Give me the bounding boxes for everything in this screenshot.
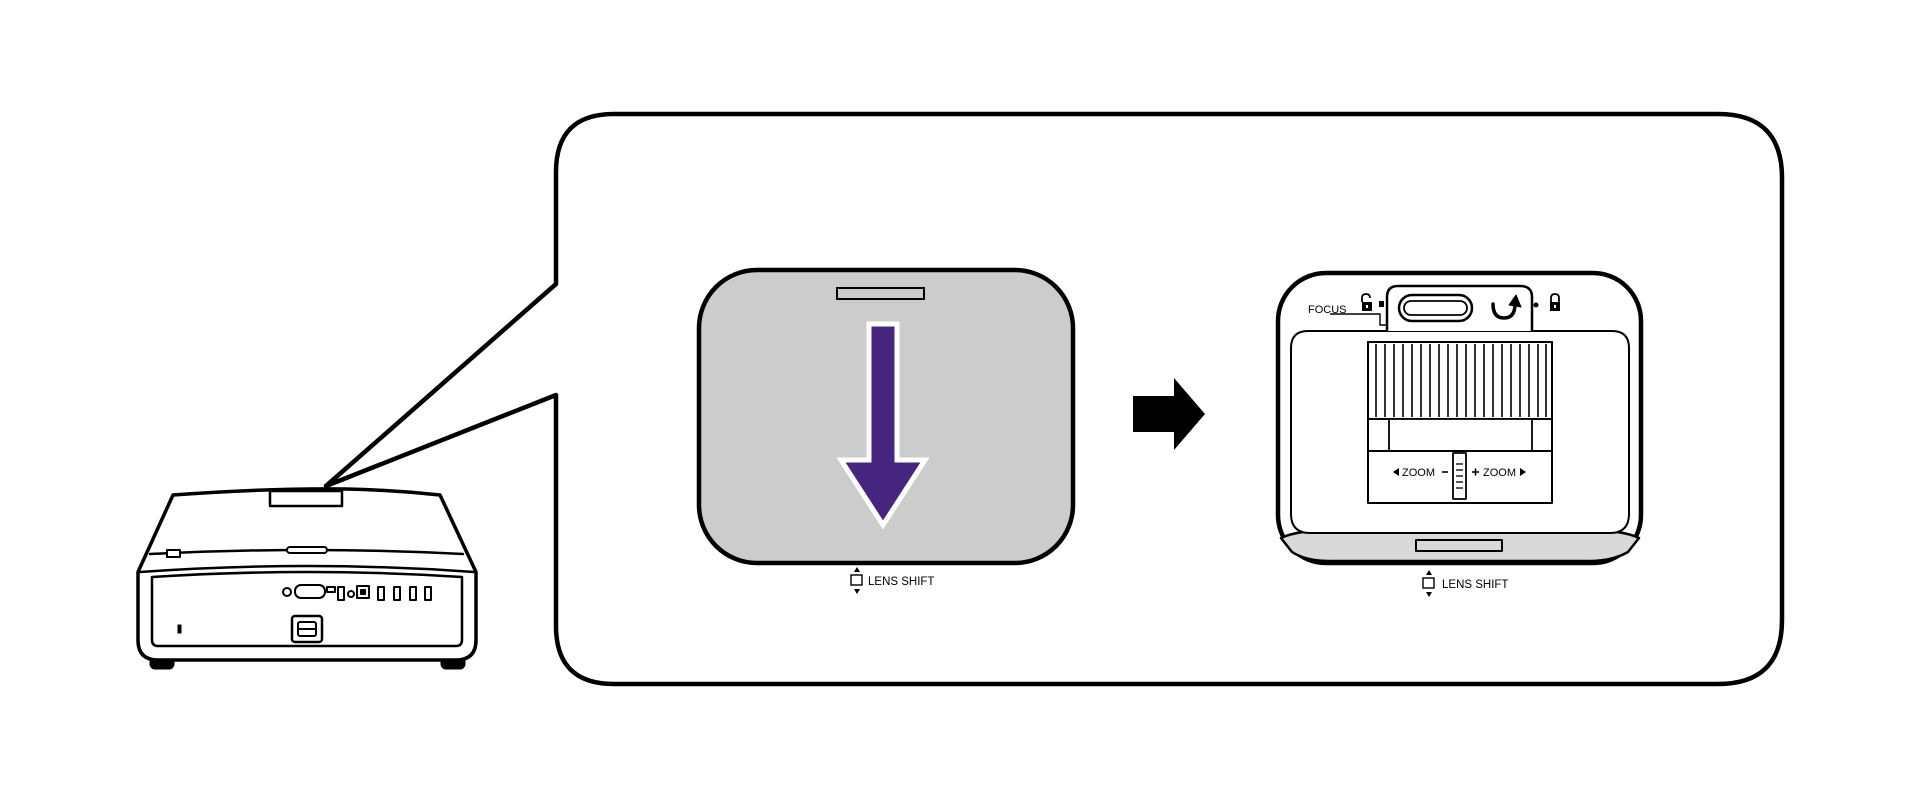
lens-shift-icon (850, 567, 863, 594)
down-arrow-icon (836, 321, 930, 530)
cover-slot (836, 287, 925, 300)
lens-shift-label-right: LENS SHIFT (1422, 570, 1508, 597)
zoom-minus-label: ZOOM (1402, 467, 1435, 479)
zoom-right-triangle-icon (1520, 468, 1526, 476)
bottom-cover-slot (1415, 539, 1503, 552)
lens-shift-text-right: LENS SHIFT (1442, 579, 1508, 591)
zoom-left-triangle-icon (1393, 468, 1399, 476)
zoom-ring (1367, 341, 1553, 420)
lens-shift-icon (1422, 570, 1435, 597)
focus-label: FOCUS (1308, 304, 1347, 316)
lens-shift-cover-panel (696, 267, 1076, 566)
lock-icon (1550, 293, 1560, 311)
zoom-ring-ribs (1375, 344, 1547, 417)
zoom-focus-panel (1275, 270, 1644, 566)
projector-lens-cover (268, 489, 344, 508)
rotate-arrow-icon (1491, 294, 1522, 320)
zoom-plus-label: ZOOM (1483, 467, 1516, 479)
zoom-slider (1452, 452, 1467, 500)
projector-ports (282, 584, 432, 601)
projector-illustration (136, 487, 478, 670)
next-arrow-icon (1133, 378, 1205, 450)
lens-shift-label-left: LENS SHIFT (850, 567, 934, 594)
unlock-icon (1361, 293, 1372, 311)
lens-shift-text-left: LENS SHIFT (868, 576, 934, 588)
